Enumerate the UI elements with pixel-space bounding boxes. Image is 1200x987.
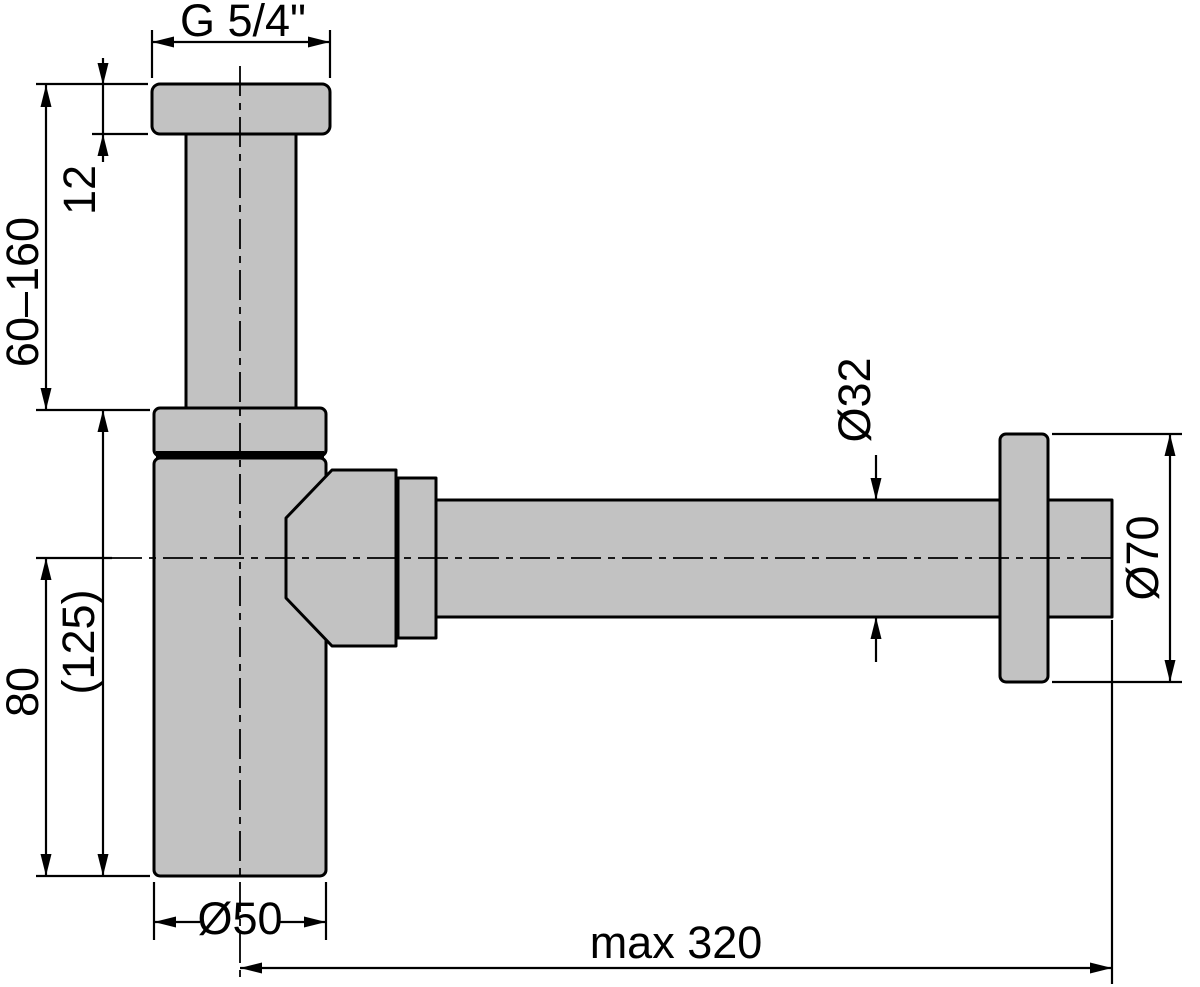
dim-rosette-diameter: Ø70 — [1052, 432, 1182, 684]
arrow-right-icon — [304, 916, 326, 928]
vertical-inlet-pipe — [184, 128, 298, 414]
siphon-parts — [150, 82, 1114, 878]
dim-max-reach: max 320 — [240, 620, 1114, 984]
arrow-right-icon — [1090, 962, 1112, 974]
dim-flange-height: 12 — [36, 58, 148, 215]
dim-outlet-diameter: Ø32 — [829, 357, 882, 662]
dim-thread-size: G 5/4" — [150, 0, 332, 78]
top-flange-nut — [150, 82, 332, 136]
center-lines — [112, 66, 1112, 984]
max-reach-label: max 320 — [590, 917, 763, 968]
arrow-down-icon — [40, 854, 52, 876]
dim-body-total: (125) — [53, 410, 109, 876]
cup-joint-line — [156, 451, 324, 459]
arrow-down-icon — [870, 478, 882, 500]
dim-cup-diameter: Ø50 — [152, 882, 328, 944]
rosette-diameter-label: Ø70 — [1117, 515, 1168, 600]
arrow-right-icon — [308, 36, 330, 48]
arrow-down-icon — [40, 388, 52, 410]
arrow-up-icon — [40, 85, 52, 107]
body-total-label: (125) — [53, 589, 104, 694]
arrow-up-icon — [97, 410, 109, 432]
arrow-up-icon — [1164, 434, 1176, 456]
thread-size-label: G 5/4" — [180, 0, 306, 46]
arrow-left-icon — [240, 962, 262, 974]
arrow-down-icon — [97, 63, 109, 85]
arrow-up-icon — [40, 558, 52, 580]
dim-tube-adjust-range: 60–160 — [0, 85, 150, 412]
arrow-left-icon — [152, 36, 174, 48]
cup-diameter-label: Ø50 — [197, 893, 282, 944]
dim-body-below-axis: 80 — [0, 556, 150, 878]
outlet-diameter-label: Ø32 — [829, 357, 880, 442]
arrow-down-icon — [1164, 660, 1176, 682]
tube-adjust-range-label: 60–160 — [0, 217, 48, 367]
arrow-left-icon — [154, 916, 176, 928]
flange-height-label: 12 — [54, 165, 105, 215]
arrow-down-icon — [97, 854, 109, 876]
body-below-axis-label: 80 — [0, 667, 48, 717]
arrow-up-icon — [870, 617, 882, 639]
arrow-up-icon — [97, 134, 109, 156]
